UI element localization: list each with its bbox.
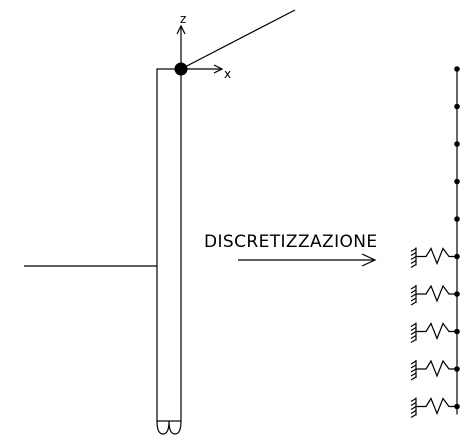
x-arrow-head: [213, 64, 224, 74]
z-axis-label: z: [180, 12, 186, 26]
beam-node: [454, 328, 460, 335]
spring-support: [410, 284, 457, 306]
spring-support: [410, 397, 457, 419]
beam-node: [454, 403, 460, 410]
discretization-label: DISCRETIZZAZIONE: [204, 232, 378, 252]
pile-shaft: [156, 68, 182, 422]
spring-support: [410, 359, 457, 381]
spring-support: [410, 247, 457, 269]
beam-node: [454, 216, 460, 222]
beam-node: [454, 66, 460, 72]
beam-node: [454, 178, 460, 185]
beam-node: [454, 366, 460, 372]
beam-node: [454, 291, 460, 297]
pile-model: [24, 9, 296, 435]
discretization-arrow-group: DISCRETIZZAZIONE: [204, 232, 378, 267]
z-arrow-head: [176, 24, 186, 35]
x-axis-label: x: [224, 67, 231, 81]
beam-node: [454, 103, 460, 110]
anchor-tie: [180, 9, 296, 70]
coordinate-axes: z x: [176, 12, 231, 81]
spring-support: [410, 322, 457, 344]
pile-break-symbol: [156, 420, 182, 435]
discretized-beam-model: [410, 66, 460, 419]
beam-node: [454, 141, 460, 147]
beam-node: [454, 253, 460, 260]
discretization-arrow-head: [361, 253, 377, 267]
